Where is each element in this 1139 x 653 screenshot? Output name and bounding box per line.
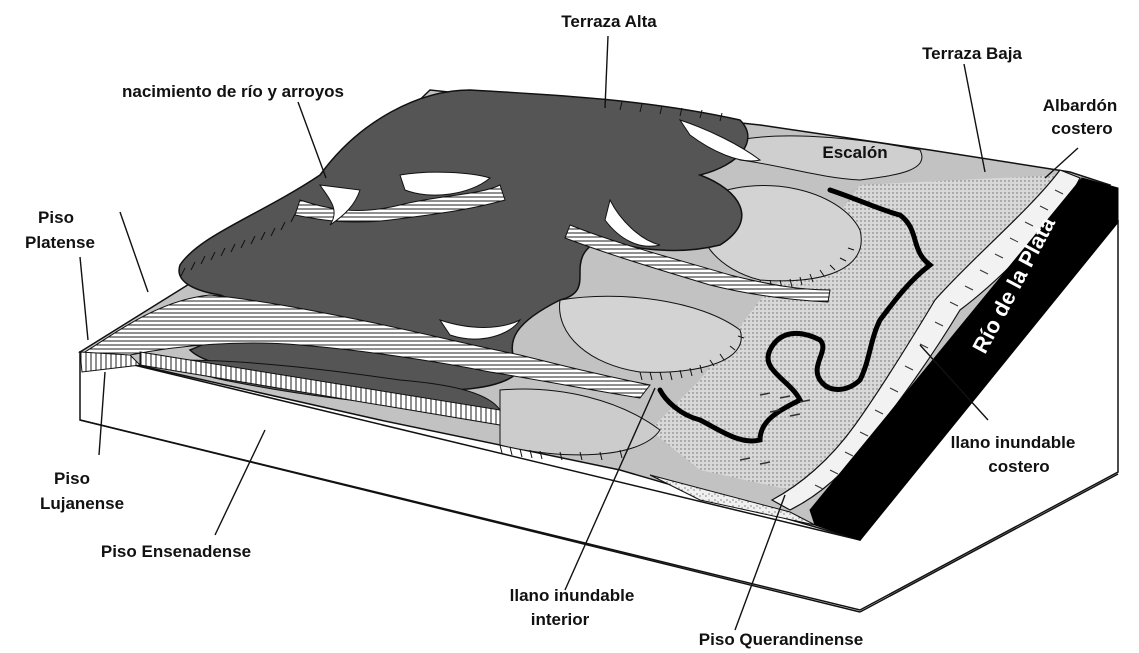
piso-lujanense-label-line2: Lujanense	[40, 494, 124, 513]
piso-ensenadense-label: Piso Ensenadense	[101, 542, 251, 561]
piso-lujanense-label-line1: Piso	[54, 469, 90, 488]
piso-platense-label-line1: Piso	[38, 208, 74, 227]
escalon-label: Escalón	[822, 143, 887, 162]
albardon-label-line1: Albardón	[1043, 96, 1118, 115]
piso-querandinense-label: Piso Querandinense	[699, 630, 863, 649]
piso-platense-label-line2: Platense	[25, 233, 95, 252]
nacimiento-label: nacimiento de río y arroyos	[122, 82, 344, 101]
terraza-alta-label: Terraza Alta	[561, 12, 657, 31]
llano-interior-label-line1: llano inundable	[510, 586, 635, 605]
llano-costero-label-line1: llano inundable	[951, 433, 1076, 452]
llano-costero-label-line2: costero	[988, 457, 1049, 476]
llano-interior-label-line2: interior	[531, 610, 590, 629]
terraza-baja-label: Terraza Baja	[922, 44, 1022, 63]
albardon-label-line2: costero	[1051, 119, 1112, 138]
